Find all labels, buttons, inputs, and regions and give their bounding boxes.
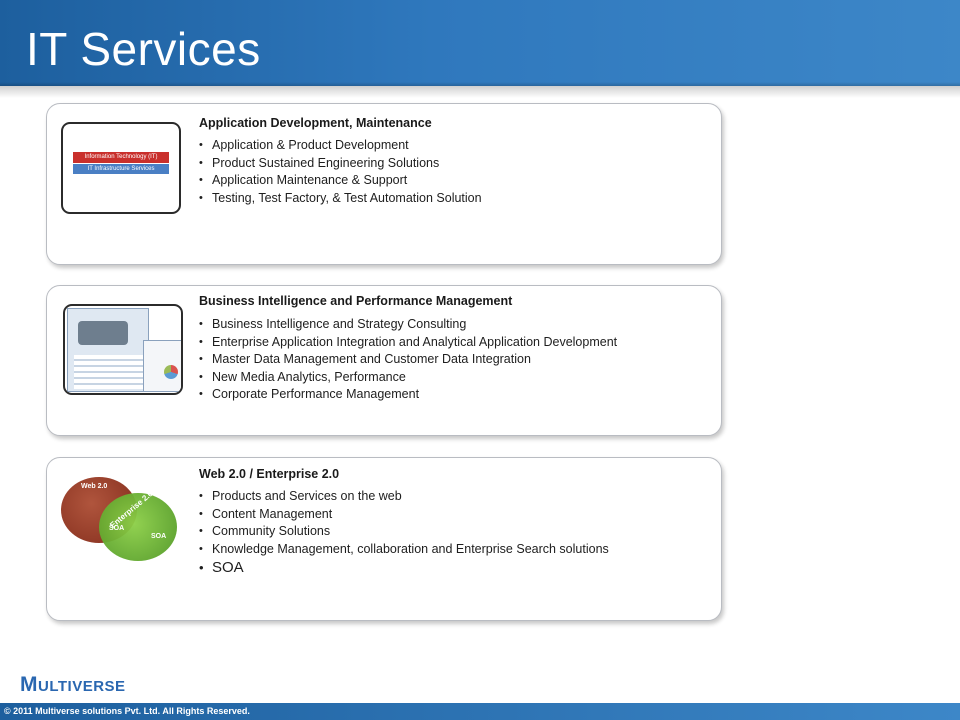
bullet-list: Application & Product Development Produc…: [199, 137, 482, 207]
list-item: Products and Services on the web: [199, 488, 609, 506]
world-map-image: [78, 321, 128, 345]
it-infra-label: IT Infrastructure Services: [73, 164, 169, 174]
list-item: Community Solutions: [199, 523, 609, 541]
list-item: Application Maintenance & Support: [199, 172, 482, 190]
title-shadow: [0, 86, 960, 98]
title-bar: IT Services: [0, 0, 960, 86]
list-item: Business Intelligence and Strategy Consu…: [199, 316, 617, 334]
list-item: Knowledge Management, collaboration and …: [199, 541, 609, 559]
dashboard-thumbnail: [63, 304, 183, 395]
list-item: Master Data Management and Customer Data…: [199, 351, 617, 369]
copyright-text: © 2011 Multiverse solutions Pvt. Ltd. Al…: [4, 706, 250, 716]
venn-diagram-thumbnail: Web 2.0 Enterprise 2.0 SOA SOA: [61, 475, 181, 561]
dashboard-window-image: [67, 308, 149, 392]
company-logo: Multiverse: [20, 673, 126, 696]
soa-label: SOA: [109, 525, 125, 532]
list-item: Corporate Performance Management: [199, 386, 617, 404]
list-item: SOA: [199, 558, 609, 578]
section-heading: Business Intelligence and Performance Ma…: [199, 294, 513, 308]
list-item: Product Sustained Engineering Solutions: [199, 155, 482, 173]
list-item: Content Management: [199, 506, 609, 524]
soa-label-secondary: SOA: [151, 533, 167, 540]
section-card-web: Web 2.0 Enterprise 2.0 SOA SOA Web 2.0 /…: [46, 457, 722, 621]
list-item: New Media Analytics, Performance: [199, 369, 617, 387]
section-card-app-dev: Information Technology (IT) IT Infrastru…: [46, 103, 722, 265]
page-title: IT Services: [26, 23, 261, 75]
web-label: Web 2.0: [81, 483, 108, 490]
pie-chart-icon: [164, 365, 178, 379]
enterprise-circle: [99, 493, 177, 561]
list-item: Enterprise Application Integration and A…: [199, 334, 617, 352]
it-label: Information Technology (IT): [73, 152, 169, 163]
footer-bar: © 2011 Multiverse solutions Pvt. Ltd. Al…: [0, 703, 960, 720]
section-card-bi: Business Intelligence and Performance Ma…: [46, 285, 722, 436]
section-heading: Application Development, Maintenance: [199, 116, 432, 130]
report-window-image: [143, 340, 181, 392]
data-grid-image: [74, 355, 144, 389]
bullet-list: Business Intelligence and Strategy Consu…: [199, 316, 617, 404]
section-heading: Web 2.0 / Enterprise 2.0: [199, 467, 340, 481]
list-item: Application & Product Development: [199, 137, 482, 155]
bullet-list: Products and Services on the web Content…: [199, 488, 609, 578]
it-services-thumbnail: Information Technology (IT) IT Infrastru…: [61, 122, 181, 214]
list-item: Testing, Test Factory, & Test Automation…: [199, 190, 482, 208]
